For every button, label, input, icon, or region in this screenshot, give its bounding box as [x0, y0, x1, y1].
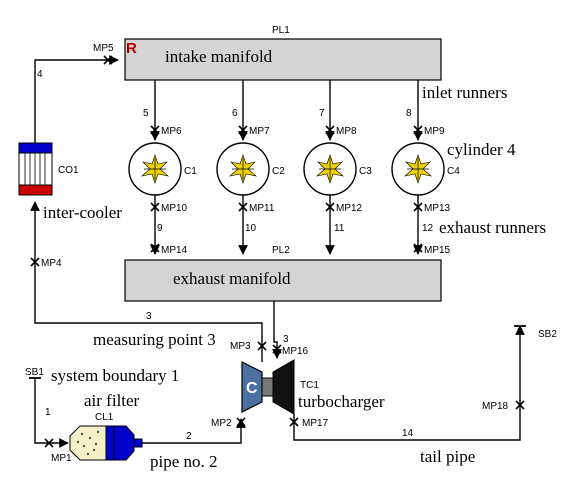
pipe-9-number: 9	[157, 223, 163, 234]
pipe-3-exhaust-number: 3	[283, 334, 289, 345]
pipe-14-tail[interactable]	[293, 325, 525, 441]
pipe-11-number: 11	[334, 223, 345, 234]
mp16-marker[interactable]	[272, 344, 282, 354]
pipe-5-number: 5	[143, 108, 149, 119]
air-filter[interactable]	[69, 425, 143, 461]
air-filter-label: air filter	[84, 391, 140, 410]
cylinder-4-id: C4	[447, 166, 460, 177]
r-marker: R	[126, 40, 137, 57]
turbocharger-id: TC1	[300, 380, 319, 391]
turbocharger-label: turbocharger	[298, 392, 385, 411]
cylinder-4[interactable]	[391, 142, 445, 196]
mp4-marker[interactable]	[30, 257, 40, 267]
cylinder-1[interactable]	[128, 142, 182, 196]
pipe-8-number: 8	[406, 108, 412, 119]
mp18-label: MP18	[482, 401, 509, 412]
mp5-label: MP5	[93, 43, 114, 54]
mp12-label: MP12	[336, 203, 363, 214]
pipe-2-number: 2	[186, 431, 192, 442]
pipe-3-intake-number: 3	[146, 311, 152, 322]
intake-manifold-label: intake manifold	[165, 47, 273, 66]
mp16-label: MP16	[282, 346, 309, 357]
intercooler-id: CO1	[58, 165, 79, 176]
intercooler-label: inter-cooler	[43, 203, 122, 222]
tail-pipe-label: tail pipe	[420, 447, 475, 466]
mp8-label: MP8	[336, 126, 357, 137]
mp17-label: MP17	[302, 418, 329, 429]
mp10-label: MP10	[161, 203, 188, 214]
compressor-letter: C	[246, 380, 258, 397]
mp9-marker[interactable]	[413, 125, 423, 135]
mp5-marker[interactable]	[103, 55, 113, 65]
intercooler[interactable]	[18, 142, 53, 196]
pipe-6-number: 6	[232, 108, 238, 119]
mp18-marker[interactable]	[515, 400, 525, 410]
cylinder-2-id: C2	[272, 166, 285, 177]
sb1-label: system boundary 1	[51, 366, 179, 385]
cylinder-4-label: cylinder 4	[447, 140, 516, 159]
pipe-1-number: 1	[45, 407, 51, 418]
mp7-label: MP7	[249, 126, 270, 137]
mp2-label: MP2	[211, 418, 232, 429]
mp11-marker[interactable]	[238, 202, 248, 212]
mp14-marker[interactable]	[150, 243, 160, 253]
mp13-marker[interactable]	[413, 202, 423, 212]
mp7-marker[interactable]	[238, 125, 248, 135]
cylinder-3-id: C3	[359, 166, 372, 177]
mp3-marker[interactable]	[257, 341, 267, 351]
mp9-label: MP9	[424, 126, 445, 137]
cylinder-3[interactable]	[303, 142, 357, 196]
intake-manifold-id: PL1	[272, 25, 290, 36]
mp4-label: MP4	[41, 258, 62, 269]
mp8-marker[interactable]	[325, 125, 335, 135]
measuring-point-3-label: measuring point 3	[93, 330, 216, 349]
mp6-label: MP6	[161, 126, 182, 137]
mp17-marker[interactable]	[289, 417, 299, 427]
cylinder-1-id: C1	[184, 166, 197, 177]
mp2-marker[interactable]	[236, 417, 246, 427]
pipe-4-number: 4	[37, 69, 43, 80]
exhaust-manifold-id: PL2	[272, 245, 290, 256]
exhaust-runners-label: exhaust runners	[439, 218, 546, 237]
pipe-2[interactable]	[142, 418, 246, 444]
mp3-label: MP3	[230, 341, 251, 352]
exhaust-manifold-label: exhaust manifold	[173, 269, 291, 288]
pipe-7-number: 7	[319, 108, 325, 119]
mp15-marker[interactable]	[413, 243, 423, 253]
mp6-marker[interactable]	[150, 125, 160, 135]
pipe-14-number: 14	[402, 428, 414, 439]
pipe-2-label: pipe no. 2	[150, 452, 218, 471]
mp15-label: MP15	[424, 245, 451, 256]
pipe-12-number: 12	[422, 223, 434, 234]
exhaust-manifold[interactable]	[124, 259, 442, 302]
sb2-id: SB2	[538, 329, 557, 340]
pipe-4[interactable]	[34, 55, 119, 143]
mp12-marker[interactable]	[325, 202, 335, 212]
mp14-label: MP14	[161, 245, 188, 256]
cylinder-2[interactable]	[216, 142, 270, 196]
sb1-id: SB1	[25, 367, 44, 378]
pipe-1[interactable]	[34, 378, 69, 448]
mp1-label: MP1	[51, 453, 72, 464]
mp13-label: MP13	[424, 203, 451, 214]
mp1-marker[interactable]	[44, 438, 54, 448]
inlet-runners-label: inlet runners	[422, 83, 507, 102]
mp10-marker[interactable]	[150, 202, 160, 212]
pipe-10-number: 10	[245, 223, 257, 234]
air-filter-id: CL1	[95, 412, 114, 423]
mp11-label: MP11	[249, 203, 275, 214]
intake-manifold[interactable]	[124, 38, 442, 81]
